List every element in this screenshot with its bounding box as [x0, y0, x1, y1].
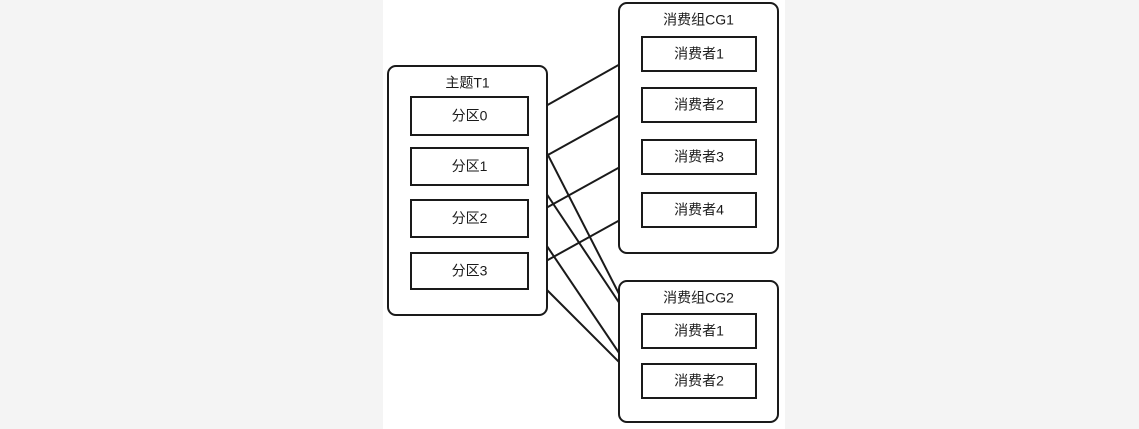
partition-box-2[interactable]: [410, 199, 529, 238]
partition-label-0: 分区0: [452, 108, 488, 124]
consumer-group-title-1: 消费组CG2: [663, 290, 734, 306]
consumer-item-0-1[interactable]: 消费者2: [641, 87, 757, 123]
partition-item-2[interactable]: 分区2: [410, 199, 529, 238]
consumer-label-1-0: 消费者1: [674, 323, 724, 339]
consumer-label-0-2: 消费者3: [674, 149, 724, 165]
partition-item-0[interactable]: 分区0: [410, 96, 529, 136]
consumer-label-0-0: 消费者1: [674, 46, 724, 62]
consumer-item-1-0[interactable]: 消费者1: [641, 313, 757, 349]
consumer-item-0-0[interactable]: 消费者1: [641, 36, 757, 72]
partition-label-1: 分区1: [452, 158, 488, 174]
topic-title: 主题T1: [445, 75, 490, 91]
consumer-label-0-3: 消费者4: [674, 202, 724, 218]
consumer-box-0-2[interactable]: [641, 139, 757, 175]
topic-group: 主题T1 分区0 分区1 分区2 分区3: [387, 65, 548, 316]
consumer-label-0-1: 消费者2: [674, 97, 724, 113]
partition-box-0[interactable]: [410, 96, 529, 136]
partitions-layer: 分区0 分区1 分区2 分区3: [410, 96, 529, 290]
consumer-group-0: 消费组CG1 消费者1 消费者2 消费者3 消费者4: [618, 2, 779, 254]
partition-box-3[interactable]: [410, 252, 529, 290]
consumer-group-title-0: 消费组CG1: [663, 12, 734, 28]
consumer-box-0-0[interactable]: [641, 36, 757, 72]
consumer-box-0-3[interactable]: [641, 192, 757, 228]
consumer-group-1: 消费组CG2 消费者1 消费者2: [618, 280, 779, 423]
consumer-item-1-1[interactable]: 消费者2: [641, 363, 757, 399]
partition-box-1[interactable]: [410, 147, 529, 186]
consumer-box-0-1[interactable]: [641, 87, 757, 123]
consumer-box-1-1[interactable]: [641, 363, 757, 399]
partition-label-3: 分区3: [452, 263, 488, 279]
partition-item-1[interactable]: 分区1: [410, 147, 529, 186]
consumer-groups-layer: 消费组CG1 消费者1 消费者2 消费者3 消费者4 消费组CG2 消费者1 消费者2: [618, 2, 779, 423]
partition-item-3[interactable]: 分区3: [410, 252, 529, 290]
partition-label-2: 分区2: [452, 210, 488, 226]
consumer-box-1-0[interactable]: [641, 313, 757, 349]
consumer-item-0-3[interactable]: 消费者4: [641, 192, 757, 228]
consumer-item-0-2[interactable]: 消费者3: [641, 139, 757, 175]
consumer-label-1-1: 消费者2: [674, 373, 724, 389]
